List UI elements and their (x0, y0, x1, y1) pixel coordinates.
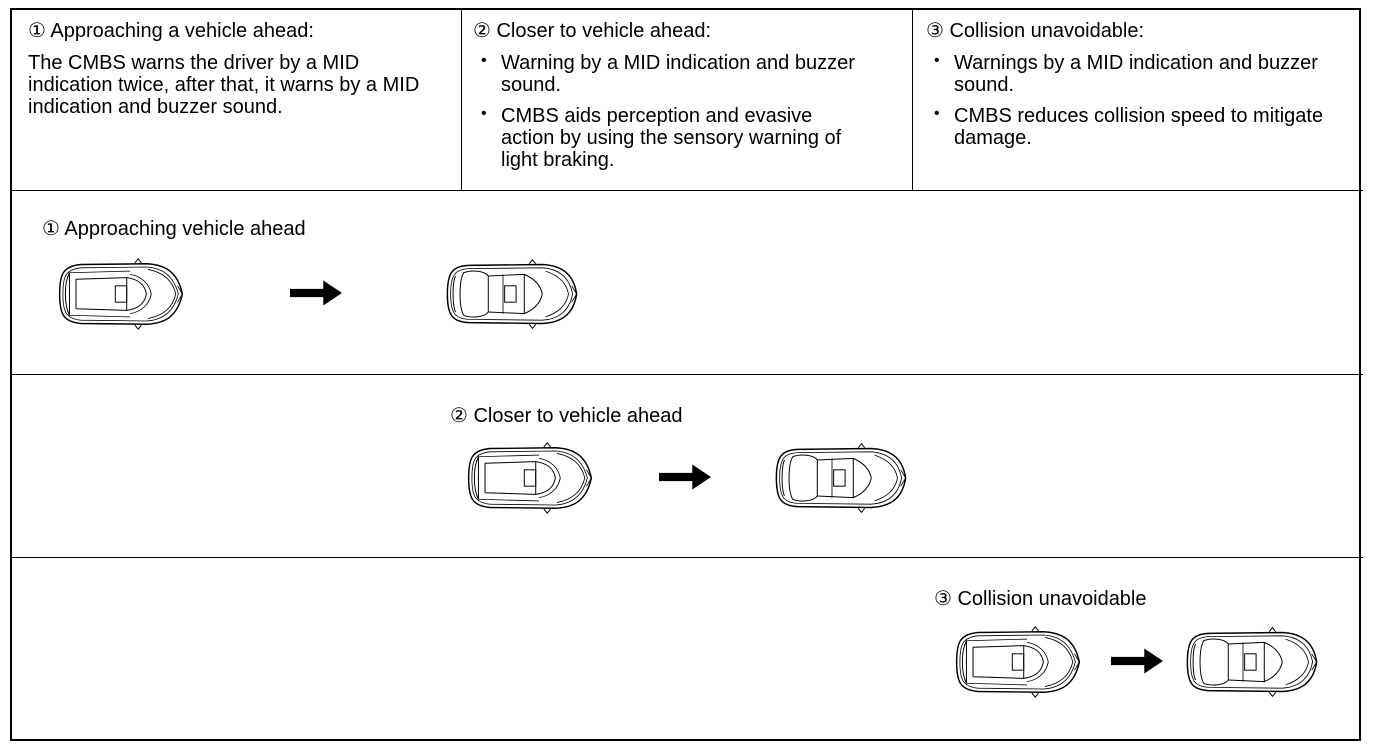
stage-description-2: ② Closer to vehicle ahead: Warning by a … (473, 20, 893, 180)
right-arrow-icon (659, 464, 711, 490)
row-divider (10, 557, 1363, 558)
stage-description-1: ① Approaching a vehicle ahead: The CMBS … (28, 20, 448, 118)
stage-title: ① Approaching a vehicle ahead: (28, 20, 314, 42)
row-divider (10, 374, 1363, 375)
bullet-item: CMBS aids perception and evasive action … (473, 103, 861, 171)
sedan-top-view-icon (1186, 626, 1318, 698)
stage-bullet-list: Warning by a MID indication and buzzer s… (473, 50, 893, 171)
column-divider (461, 8, 462, 190)
stage-bullet-list: Warnings by a MID indication and buzzer … (926, 50, 1336, 149)
suv-top-view-icon (58, 258, 184, 330)
stage-description: The CMBS warns the driver by a MID indic… (28, 52, 420, 118)
suv-top-view-icon (467, 442, 593, 514)
stage-title: ③ Collision unavoidable: (926, 20, 1145, 42)
column-divider (912, 8, 913, 190)
right-arrow-icon (1111, 648, 1163, 674)
right-arrow-icon (290, 280, 342, 306)
bullet-item: CMBS reduces collision speed to mitigate… (926, 103, 1336, 149)
suv-top-view-icon (955, 626, 1081, 698)
bullet-item: Warnings by a MID indication and buzzer … (926, 50, 1336, 96)
bullet-item: Warning by a MID indication and buzzer s… (473, 50, 893, 96)
stage-title: ② Closer to vehicle ahead: (473, 20, 712, 42)
sedan-top-view-icon (446, 258, 578, 330)
scene-label-collision: ③ Collision unavoidable (934, 588, 1147, 610)
stage-description-3: ③ Collision unavoidable: Warnings by a M… (926, 20, 1336, 158)
sedan-top-view-icon (775, 442, 907, 514)
scene-label-approaching: ① Approaching vehicle ahead (42, 218, 306, 240)
scene-label-closer: ② Closer to vehicle ahead (450, 405, 683, 427)
row-divider (10, 190, 1363, 191)
